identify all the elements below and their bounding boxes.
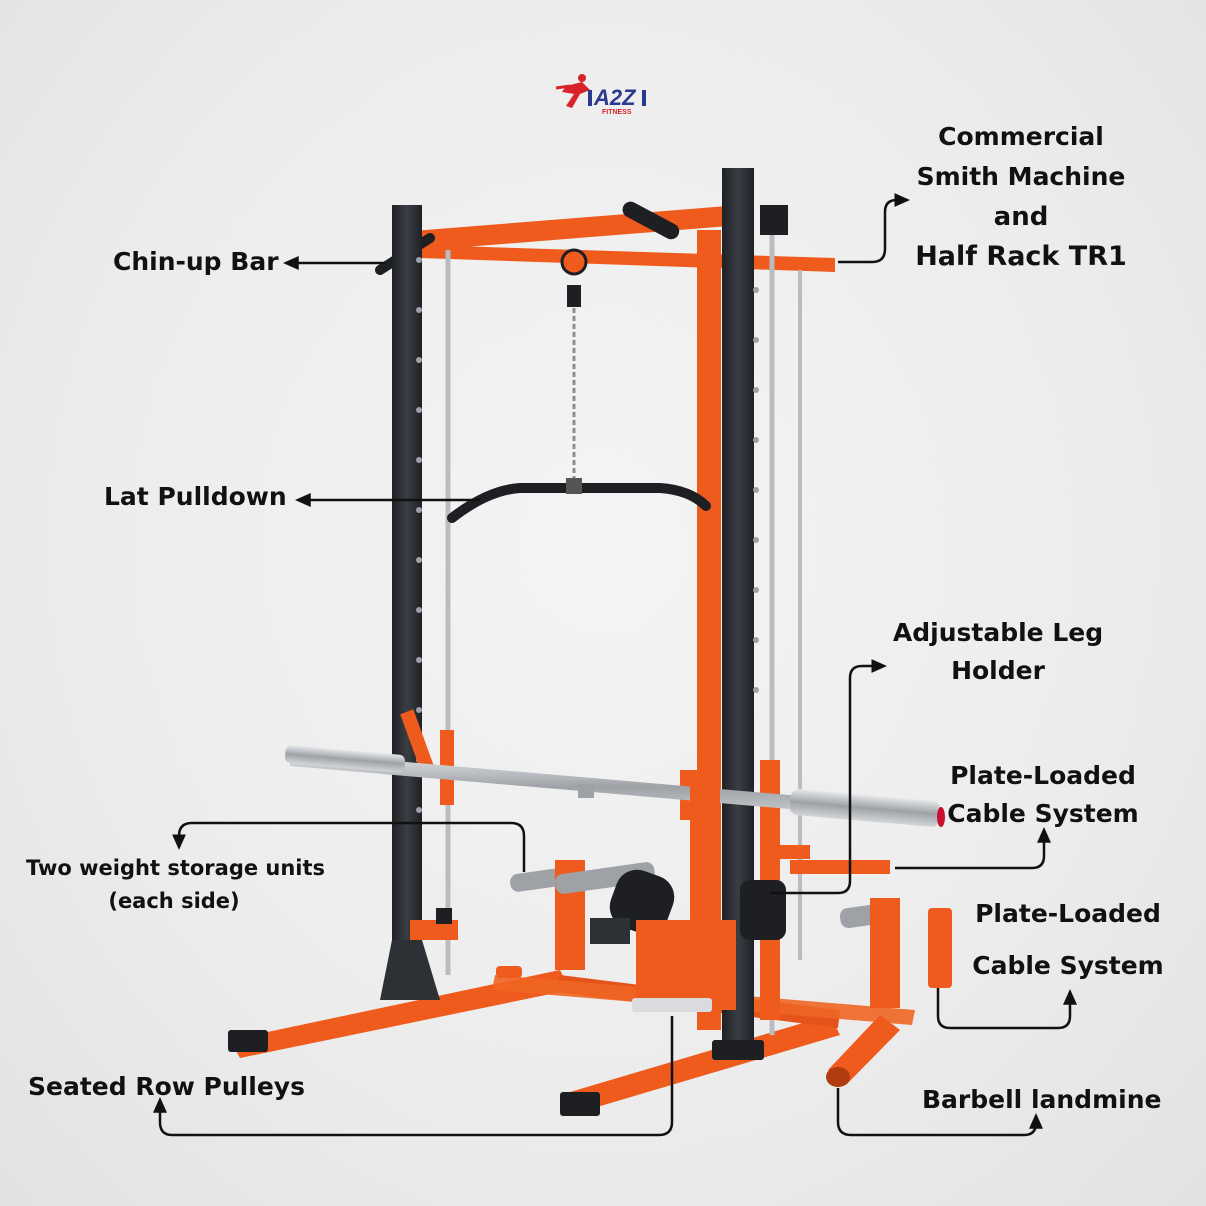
callout-weight-storage <box>172 821 526 872</box>
label-weight-storage-line-2: (each side) <box>108 889 240 913</box>
smith-machine-drawing <box>228 168 952 1116</box>
callout-commercial <box>838 193 910 264</box>
label-commercial-line-3: and <box>993 202 1049 232</box>
label-plate-loaded-1-line-1: Plate-Loaded <box>950 761 1136 790</box>
callout-leg-holder <box>770 659 887 895</box>
logo-sub: FITNESS <box>602 109 632 116</box>
callout-plate-loaded-2 <box>936 988 1077 1030</box>
callout-plate-loaded-1 <box>895 827 1051 870</box>
label-commercial-smith-machine: Commercial Smith Machine and Half Rack T… <box>908 117 1134 277</box>
callout-lines <box>153 193 1077 1137</box>
label-leg-holder-line-2: Holder <box>951 656 1045 685</box>
label-plate-loaded-2-line-1: Plate-Loaded <box>975 899 1161 928</box>
label-plate-loaded-2-line-2: Cable System <box>972 951 1164 980</box>
callout-seated-row <box>153 1016 674 1137</box>
label-commercial-line-1: Commercial <box>938 122 1104 151</box>
runner-icon <box>555 74 590 108</box>
label-plate-loaded-1-line-2: Cable System <box>947 799 1139 828</box>
label-leg-holder-line-1: Adjustable Leg <box>892 618 1104 647</box>
label-adjustable-leg-holder: Adjustable Leg Holder <box>890 614 1106 690</box>
label-lat-pulldown: Lat Pulldown <box>104 482 287 511</box>
label-weight-storage: Two weight storage units (each side) <box>26 852 326 918</box>
label-plate-loaded-cable-2: Plate-Loaded Cable System <box>966 888 1170 992</box>
label-commercial-line-4: Half Rack TR1 <box>915 241 1127 272</box>
label-barbell-landmine: Barbell landmine <box>922 1085 1162 1114</box>
logo-brand: A2Z <box>593 85 637 110</box>
label-plate-loaded-cable-1: Plate-Loaded Cable System <box>940 757 1146 833</box>
label-weight-storage-line-1: Two weight storage units <box>26 856 326 880</box>
label-chin-up-bar: Chin-up Bar <box>113 247 279 276</box>
callout-landmine <box>836 1088 1043 1137</box>
label-seated-row-pulleys: Seated Row Pulleys <box>28 1072 305 1101</box>
brand-logo: A2Z FITNESS <box>552 72 654 120</box>
label-commercial-line-2: Smith Machine <box>916 162 1126 191</box>
